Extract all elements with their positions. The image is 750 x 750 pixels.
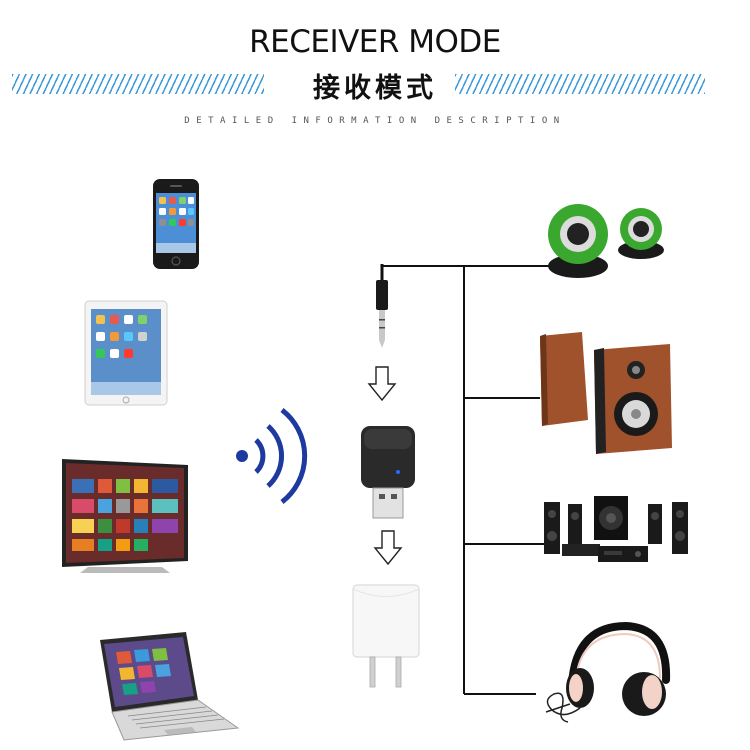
desktop-speakers-icon bbox=[548, 204, 664, 278]
bluetooth-adapter-icon bbox=[361, 426, 415, 519]
audio-jack-icon bbox=[376, 264, 388, 348]
phone-icon bbox=[153, 179, 199, 269]
laptop-icon bbox=[100, 632, 240, 741]
tablet-icon bbox=[84, 300, 168, 406]
down-arrow-icon bbox=[367, 366, 397, 402]
headphones-icon bbox=[545, 621, 671, 723]
usb-charger-icon bbox=[352, 584, 420, 688]
down-arrow-icon bbox=[373, 530, 403, 566]
home-theater-icon bbox=[544, 496, 688, 562]
tv-icon bbox=[62, 459, 188, 573]
page-subtitle-chinese: 接收模式 bbox=[313, 73, 437, 104]
decorative-stripes-left bbox=[12, 74, 264, 94]
tagline: DETAILED INFORMATION DESCRIPTION bbox=[184, 116, 566, 126]
bookshelf-speakers-icon bbox=[540, 332, 672, 454]
decorative-stripes-right bbox=[455, 74, 705, 94]
page-title: RECEIVER MODE bbox=[249, 24, 501, 60]
bluetooth-waves-icon bbox=[236, 408, 308, 504]
